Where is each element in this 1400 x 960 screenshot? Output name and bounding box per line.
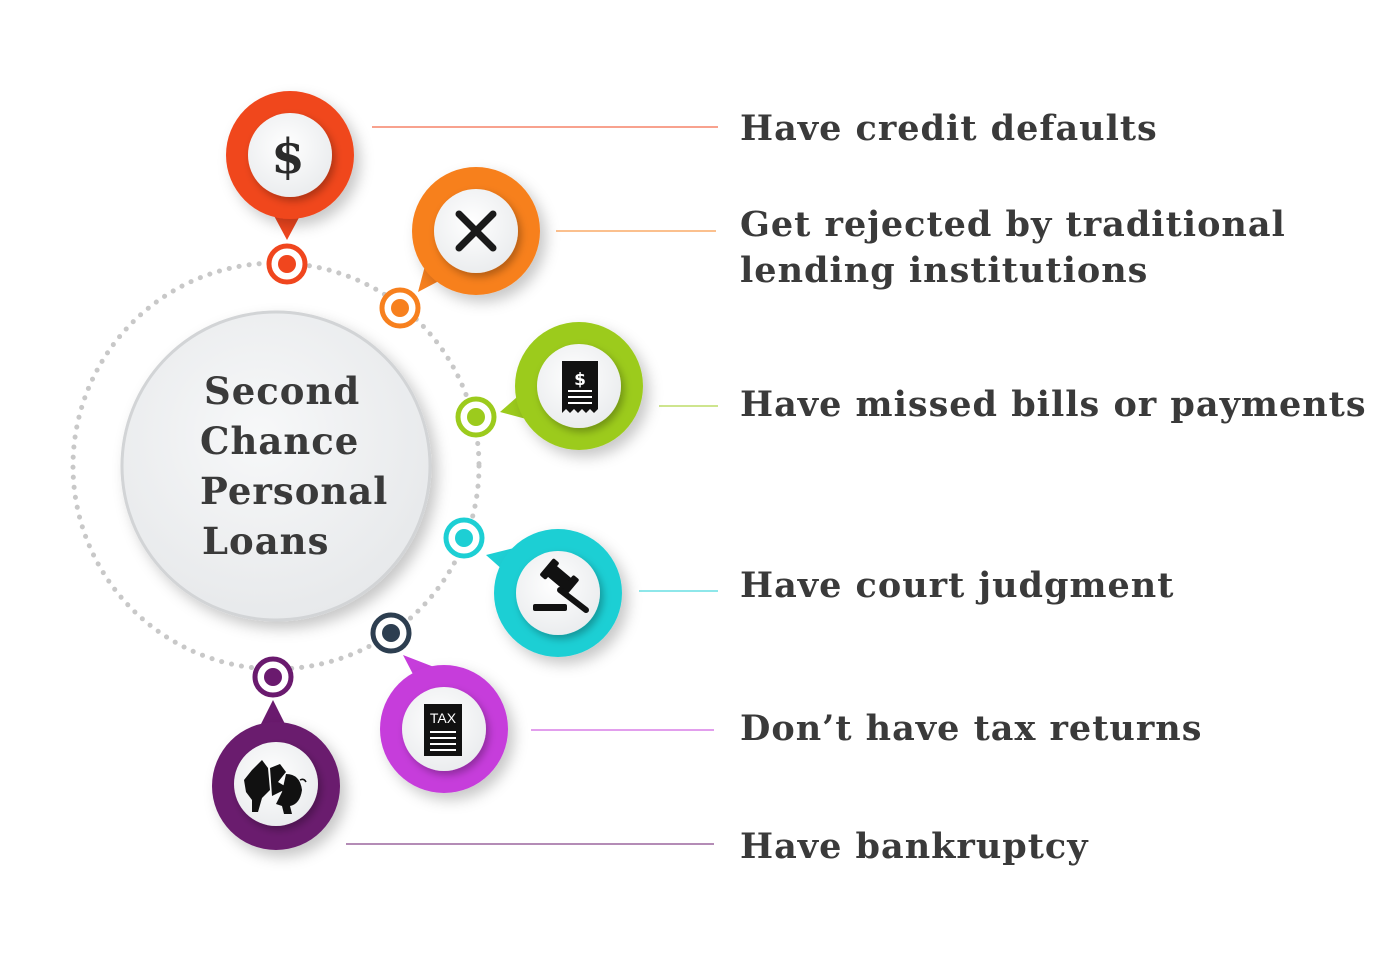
label-rejected-line-2: lending institutions: [740, 250, 1149, 291]
broken-piggy-bank-icon: [244, 760, 307, 814]
ring-dot-1: [266, 243, 308, 285]
pin-rejected: [412, 167, 540, 295]
dotted-ring: [70, 260, 482, 672]
pin-credit-defaults: $: [226, 91, 354, 240]
label-rejected-line-1: Get rejected by traditional: [740, 204, 1286, 245]
label-tax-returns: Don’t have tax returns: [740, 708, 1203, 749]
dollar-sign-icon: $: [271, 129, 304, 185]
center-title-line-3: Personal: [200, 469, 389, 513]
ring-dot-4: [443, 517, 485, 559]
ring-dot-3: [455, 396, 497, 438]
svg-text:TAX: TAX: [430, 710, 457, 726]
svg-text:$: $: [574, 370, 586, 390]
center-title-line-4: Loans: [202, 519, 330, 563]
center-title: Second Chance Personal Loans: [200, 366, 400, 566]
ring-dot-6: [252, 656, 294, 698]
label-bankruptcy: Have bankruptcy: [740, 826, 1089, 867]
pin-court-judgment: [486, 529, 622, 657]
label-court-judgment: Have court judgment: [740, 565, 1175, 606]
tax-document-icon: TAX: [424, 704, 462, 756]
gavel-icon: [533, 558, 589, 613]
center-title-line-1: Second: [204, 369, 361, 413]
pin-tax-returns: TAX: [380, 655, 508, 793]
pin-bankruptcy: [212, 700, 340, 850]
pin-missed-bills: $: [500, 322, 643, 450]
x-mark-icon: [455, 210, 497, 252]
ring-dot-5: [370, 612, 412, 654]
center-title-line-2: Chance: [200, 419, 360, 463]
ring-dot-2: [379, 287, 421, 329]
bill-receipt-icon: $: [562, 361, 598, 413]
label-credit-defaults: Have credit defaults: [740, 108, 1158, 149]
label-missed-bills: Have missed bills or payments: [740, 384, 1367, 425]
center-circle: [120, 310, 432, 622]
